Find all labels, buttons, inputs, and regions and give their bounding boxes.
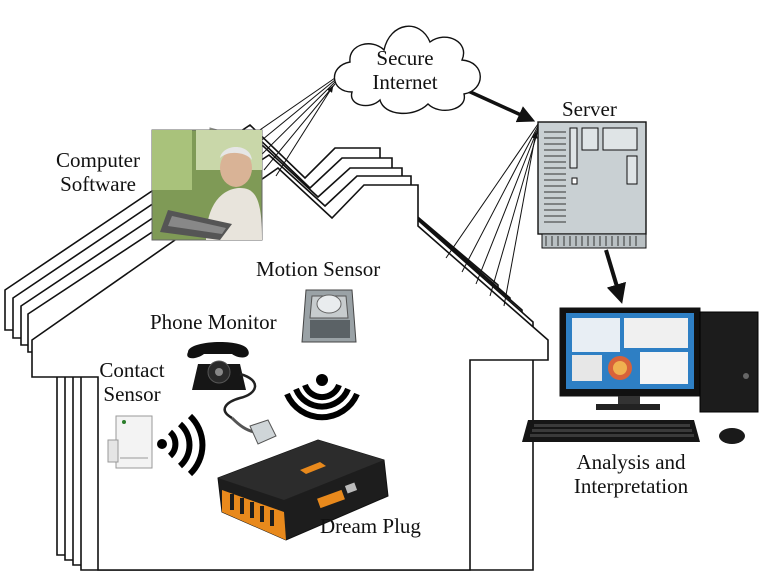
dream-plug-label: Dream Plug [320, 514, 421, 538]
server-to-analysis-arrow [604, 249, 626, 304]
computer-software-label: Computer Software [48, 148, 148, 196]
analysis-label: Analysis and Interpretation [556, 450, 706, 498]
motion-sensor-label: Motion Sensor [256, 257, 381, 281]
elderly-man-laptop-photo [151, 127, 263, 241]
server-tower-icon [537, 121, 647, 249]
analysis-line-2: Interpretation [573, 474, 689, 499]
cloud-icon [333, 25, 481, 115]
phone-monitor-label: Phone Monitor [150, 310, 277, 334]
contact-sensor-line-1: Contact [99, 358, 165, 382]
secure-internet-label: Secure Internet [360, 46, 450, 94]
analysis-line-1: Analysis and [576, 450, 686, 474]
computer-software-line-1: Computer [56, 148, 140, 172]
server-label: Server [562, 97, 617, 121]
secure-internet-line-2: Internet [372, 70, 438, 95]
house-outline-front [31, 166, 549, 571]
wireless-signal-icon [284, 374, 360, 421]
house-to-server-lines [445, 123, 539, 307]
motion-sensor-icon [301, 289, 357, 343]
contact-sensor-label: Contact Sensor [92, 358, 172, 406]
internet-to-server-arrow [465, 88, 536, 123]
computer-software-line-2: Software [60, 172, 136, 197]
contact-sensor-icon [107, 415, 153, 469]
rotary-phone-icon [187, 341, 277, 445]
dream-plug-device-icon [217, 439, 389, 541]
wireless-signal-icon-contact [157, 413, 206, 477]
desktop-computer-icon [522, 307, 759, 444]
secure-internet-line-1: Secure [376, 46, 434, 70]
contact-sensor-line-2: Sensor [103, 382, 161, 407]
